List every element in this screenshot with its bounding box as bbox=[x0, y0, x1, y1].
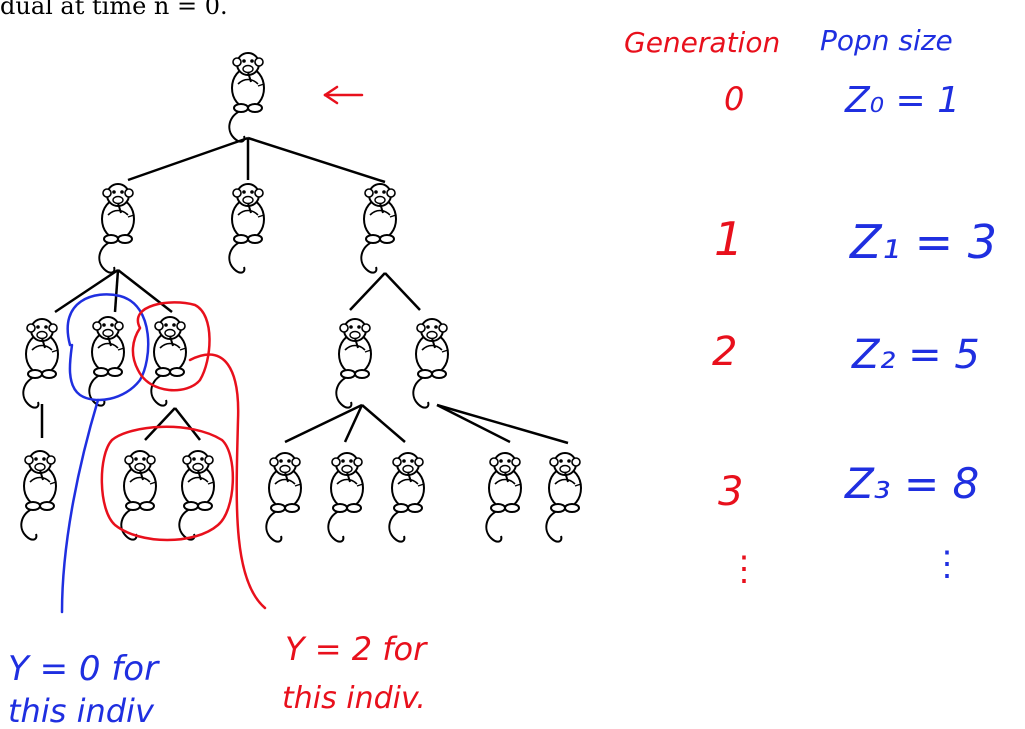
monkey-icon bbox=[120, 450, 157, 541]
monkey-icon bbox=[545, 452, 582, 543]
monkey-icon bbox=[388, 452, 425, 543]
blue-annotation-line2: this indiv bbox=[8, 692, 155, 729]
size-value: Z₀ = 1 bbox=[844, 80, 960, 121]
monkey-icon bbox=[335, 318, 372, 409]
red-annotation-mark bbox=[100, 301, 267, 610]
header-fragment: dual at time n = 0. bbox=[0, 0, 228, 20]
monkey-icon bbox=[485, 452, 522, 543]
gen-value: 2 bbox=[712, 329, 737, 375]
monkey-icon bbox=[228, 183, 265, 274]
red-annotation-line1: Y = 2 for bbox=[285, 630, 428, 668]
monkey-icon bbox=[150, 316, 187, 407]
monkey-icon bbox=[360, 183, 397, 274]
monkey-icon bbox=[228, 52, 265, 143]
monkey-icon bbox=[412, 318, 449, 409]
monkey-icon bbox=[88, 316, 125, 407]
monkey-icon bbox=[20, 450, 57, 541]
gen-ellipsis: ⋮ bbox=[727, 549, 761, 589]
blue-annotation-line1: Y = 0 for bbox=[8, 649, 160, 689]
popn-size-header: Popn size bbox=[820, 24, 953, 57]
tree-edges bbox=[40, 136, 569, 445]
monkey-icon bbox=[265, 452, 302, 543]
size-ellipsis: ⋮ bbox=[930, 544, 964, 584]
arrow-left-icon bbox=[323, 85, 364, 105]
gen-value: 1 bbox=[714, 212, 743, 266]
monkey-icon bbox=[178, 450, 215, 541]
size-value: Z₃ = 8 bbox=[844, 459, 979, 508]
blue-annotation-mark bbox=[60, 293, 150, 614]
generation-table: Generation Popn size 0 Z₀ = 1 1 Z₁ = 3 2… bbox=[624, 24, 997, 589]
generation-header: Generation bbox=[624, 26, 780, 59]
bottom-annotations: Y = 0 for this indiv Y = 2 for this indi… bbox=[8, 630, 428, 729]
monkey-icons bbox=[20, 52, 582, 543]
monkey-icon bbox=[98, 183, 135, 274]
monkey-icon bbox=[327, 452, 364, 543]
gen-value: 3 bbox=[718, 469, 743, 515]
monkey-icon bbox=[22, 318, 59, 409]
gen-value: 0 bbox=[724, 80, 744, 118]
red-annotation-line2: this indiv. bbox=[282, 681, 426, 716]
size-value: Z₁ = 3 bbox=[848, 215, 997, 269]
size-value: Z₂ = 5 bbox=[851, 332, 980, 378]
